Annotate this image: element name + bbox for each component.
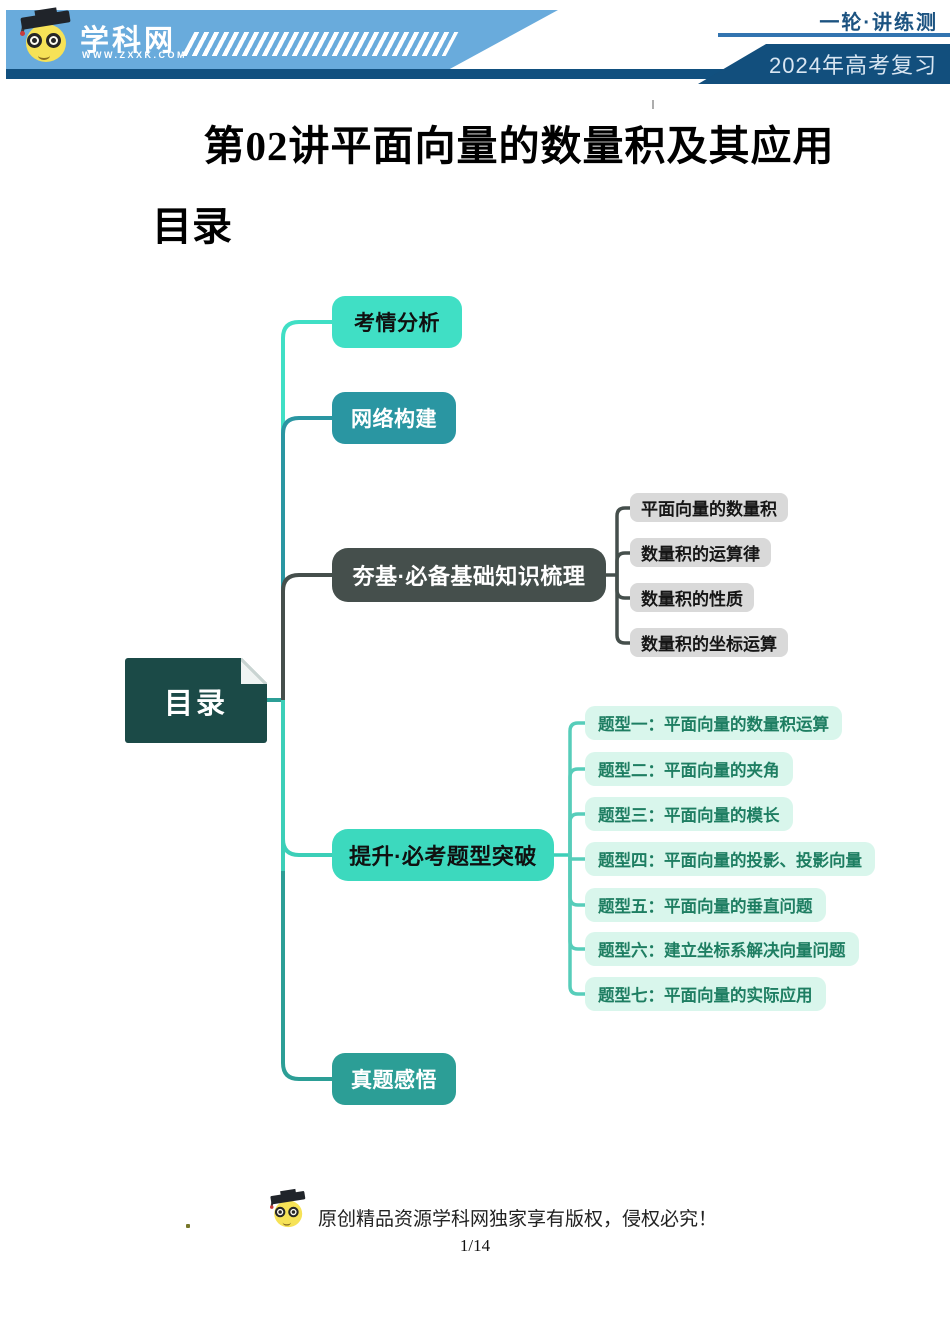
- folded-corner-decoration: [241, 658, 267, 684]
- mindmap-branch-zhentiganwu: 真题感悟: [332, 1053, 456, 1105]
- topic-item: 题型二：平面向量的夹角: [585, 752, 793, 786]
- mindmap-root-label: 目录: [163, 687, 228, 720]
- toc-heading: 目录: [152, 204, 232, 249]
- topic-item: 题型四：平面向量的投影、投影向量: [585, 842, 875, 876]
- series-underline: [718, 33, 950, 37]
- mindmap-branch-kaoqingfenxi: 考情分析: [332, 296, 462, 348]
- brand-name: 学科网: [80, 25, 177, 57]
- topic-item: 题型六：建立坐标系解决向量问题: [585, 932, 859, 966]
- diagonal-stripes-decoration: [181, 32, 459, 56]
- basics-item: 数量积的运算律: [630, 538, 771, 567]
- exam-year-banner: 2024年高考复习: [698, 44, 950, 84]
- series-label: 一轮·讲练测: [819, 12, 938, 34]
- page-number: 1/14: [459, 1236, 491, 1255]
- brand-url: WWW.ZXXK.COM: [82, 50, 187, 60]
- copyright-text: 原创精品资源学科网独家享有版权，侵权必究！: [318, 1209, 718, 1230]
- mindmap-branch-hangji-basics: 夯基·必备基础知识梳理: [332, 548, 606, 602]
- footer-owl-icon: [270, 1188, 309, 1231]
- zxxk-owl-logo-icon: [20, 7, 76, 67]
- topic-item: 题型一：平面向量的数量积运算: [585, 706, 842, 740]
- topic-item: 题型三：平面向量的模长: [585, 797, 793, 831]
- mindmap-root-node: 目录: [125, 658, 267, 743]
- topic-item: 题型五：平面向量的垂直问题: [585, 888, 826, 922]
- header-blue-band: [6, 10, 558, 69]
- stray-tick-mark: [652, 100, 654, 109]
- topic-item: 题型七：平面向量的实际应用: [585, 977, 826, 1011]
- header-navy-strip: [6, 69, 734, 79]
- basics-item: 数量积的坐标运算: [630, 628, 788, 657]
- basics-item: 数量积的性质: [630, 583, 754, 612]
- mindmap-branch-wangluogoujian: 网络构建: [332, 392, 456, 444]
- stray-dot-mark: [186, 1224, 190, 1228]
- basics-item: 平面向量的数量积: [630, 493, 788, 522]
- page-title: 第02讲平面向量的数量积及其应用: [203, 123, 835, 169]
- mindmap-branch-tisheng-topics: 提升·必考题型突破: [332, 829, 554, 881]
